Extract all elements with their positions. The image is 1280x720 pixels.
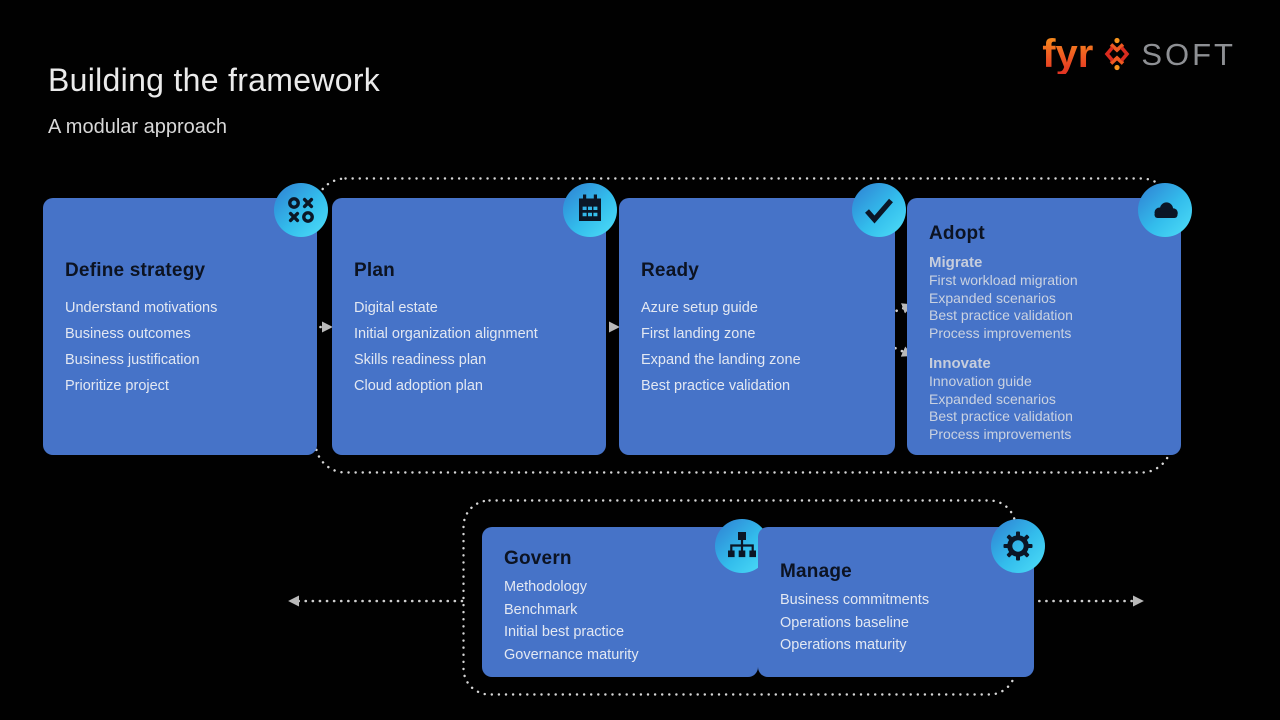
fyrsoft-logo: fyr SOFT [1042, 34, 1236, 74]
cloud-icon [1138, 183, 1192, 237]
card-item: Skills readiness plan [354, 352, 487, 368]
gear-icon [991, 519, 1045, 573]
card-item: Understand motivations [65, 300, 218, 316]
card-plan: Plan Digital estate Initial organization… [332, 183, 617, 455]
card-govern: Govern Methodology Benchmark Initial bes… [482, 519, 769, 677]
adopt-section-innovate: Innovate Innovation guide Expanded scena… [929, 355, 1167, 443]
card-item: Governance maturity [504, 646, 639, 663]
card-item: Process improvements [929, 425, 1072, 442]
card-title: Ready [641, 260, 700, 281]
page-subtitle: A modular approach [48, 116, 228, 138]
section-heading: Migrate [929, 254, 983, 271]
calendar-icon [563, 183, 617, 237]
card-ready: Ready Azure setup guide First landing zo… [619, 183, 906, 455]
page-title: Building the framework [48, 62, 381, 98]
card-item: Expand the landing zone [641, 352, 801, 368]
card-item: Business outcomes [65, 326, 191, 342]
logo-text-soft: SOFT [1141, 36, 1236, 72]
card-title: Adopt [929, 223, 985, 244]
arrow-govern-left [288, 595, 464, 607]
logo-text-fyr: fyr [1042, 32, 1094, 76]
card-title: Govern [504, 548, 572, 569]
card-item: First landing zone [641, 326, 756, 342]
card-item: Best practice validation [929, 307, 1073, 323]
card-item: Digital estate [354, 300, 438, 316]
card-title: Manage [780, 561, 852, 582]
adoption-phases-dotted-container [314, 177, 1173, 474]
card-item: Expanded scenarios [929, 390, 1056, 407]
card-item: Business justification [65, 352, 200, 368]
card-item: Business commitments [780, 592, 930, 608]
card-item: Methodology [504, 579, 588, 595]
arrow-manage-right [1016, 595, 1144, 607]
card-item: Innovation guide [929, 373, 1032, 389]
card-define-strategy: Define strategy Understand motivations B… [43, 183, 328, 455]
card-adopt: Adopt Migrate First workload migration E… [907, 183, 1192, 455]
card-item: Benchmark [504, 601, 578, 618]
checkmark-icon [852, 183, 906, 237]
card-item: Initial organization alignment [354, 326, 538, 342]
card-item: Expanded scenarios [929, 289, 1056, 306]
card-item: Initial best practice [504, 624, 625, 640]
card-item: Operations maturity [780, 637, 907, 653]
card-manage: Manage Business commitments Operations b… [758, 519, 1045, 677]
card-title: Plan [354, 260, 395, 281]
card-item: Cloud adoption plan [354, 378, 483, 394]
fyrsoft-asterisk-icon [1104, 37, 1130, 71]
card-item: Process improvements [929, 324, 1072, 341]
strategy-icon [274, 183, 328, 237]
card-item: First workload migration [929, 272, 1078, 288]
card-item: Prioritize project [65, 378, 169, 394]
card-item: Best practice validation [641, 378, 791, 394]
section-heading: Innovate [929, 355, 991, 372]
adopt-section-migrate: Migrate First workload migration Expande… [929, 254, 1167, 342]
card-item: Operations baseline [780, 614, 909, 631]
card-item: Azure setup guide [641, 300, 758, 316]
card-item: Best practice validation [929, 408, 1073, 424]
card-title: Define strategy [65, 260, 206, 281]
